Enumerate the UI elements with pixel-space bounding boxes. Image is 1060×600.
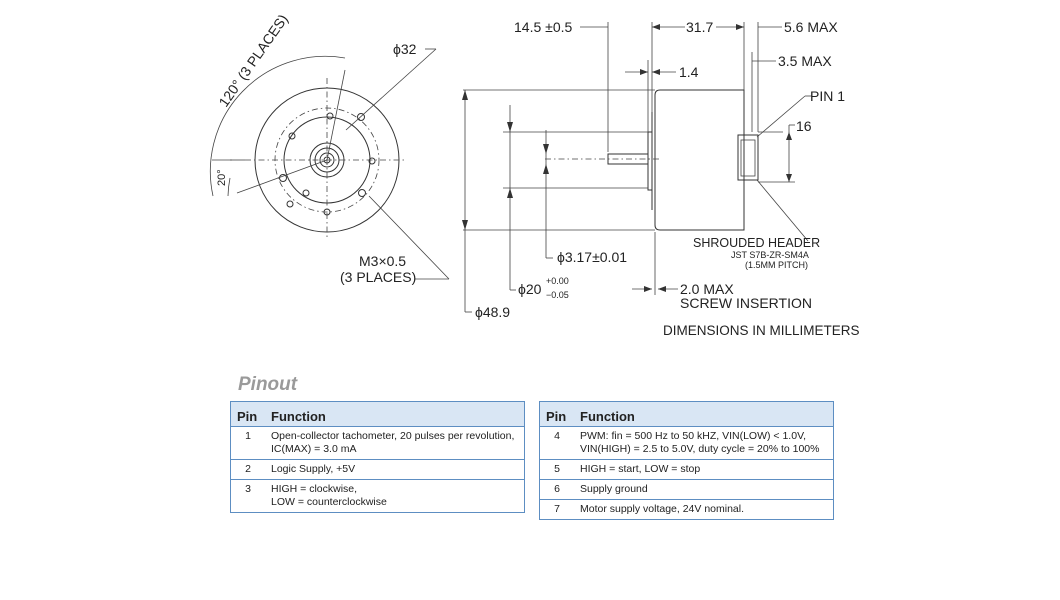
table-row: 3 HIGH = clockwise, LOW = counterclockwi… — [231, 480, 525, 513]
dim-16-label: 16 — [796, 118, 812, 134]
pin-column-header: Pin — [230, 401, 265, 427]
pin-function: Logic Supply, +5V — [265, 459, 525, 480]
dim-3-5-label: 3.5 MAX — [778, 53, 832, 69]
function-line: IC(MAX) = 3.0 mA — [271, 443, 357, 455]
pin-number: 4 — [539, 426, 574, 460]
units-note: DIMENSIONS IN MILLIMETERS — [663, 323, 860, 338]
screw-insertion-label: SCREW INSERTION — [680, 295, 812, 311]
dim-shaft-label: ϕ3.17±0.01 — [557, 249, 627, 265]
dim-pilot-tol-up: +0.00 — [546, 276, 569, 286]
header-pitch-label: (1.5MM PITCH) — [745, 260, 808, 270]
table-row: 6 Supply ground — [539, 479, 834, 500]
dim-120-label: 120° (3 PLACES) — [215, 11, 291, 110]
table-row: 4 PWM: fin = 500 Hz to 50 kHZ, VIN(LOW) … — [539, 426, 834, 460]
function-column-header: Function — [265, 401, 525, 427]
pinout-title: Pinout — [238, 374, 298, 395]
table-header-row: Pin Function — [539, 401, 834, 427]
side-view: 14.5 ±0.5 31.7 5.6 MAX 3.5 MAX 1.4 PIN 1… — [462, 19, 860, 338]
function-line: PWM: fin = 500 Hz to 50 kHZ, VIN(LOW) < … — [580, 430, 807, 442]
pin-number: 3 — [245, 483, 251, 495]
pin-number: 2 — [230, 459, 265, 480]
pin-number: 7 — [554, 503, 560, 515]
table-row: 5 HIGH = start, LOW = stop — [539, 459, 834, 480]
pin-number: 6 — [539, 479, 574, 500]
dim-48-9-label: ϕ48.9 — [475, 304, 510, 320]
table-header-row: Pin Function — [230, 401, 525, 427]
dim-14-5-label: 14.5 ±0.5 — [514, 19, 572, 35]
dim-m3-label: M3×0.5 — [359, 253, 406, 269]
function-line: Motor supply voltage, 24V nominal. — [580, 503, 745, 515]
dim-20deg-label: 20° — [216, 169, 228, 186]
dim-5-6-label: 5.6 MAX — [784, 19, 838, 35]
dim-pilot-tol-down: −0.05 — [546, 290, 569, 300]
pin-number: 1 — [230, 426, 265, 460]
function-line: HIGH = clockwise, — [271, 483, 358, 495]
function-line: Logic Supply, +5V — [271, 463, 356, 475]
mechanical-drawing: 120° (3 PLACES) ϕ32 20° M3×0.5 (3 PLACES… — [209, 11, 860, 338]
pinout-table-left: Pin Function 1 Open-collector tachometer… — [230, 401, 525, 513]
function-line: Open-collector tachometer, 20 pulses per… — [271, 430, 515, 442]
function-line: HIGH = start, LOW = stop — [580, 463, 701, 475]
dim-31-7-label: 31.7 — [686, 19, 713, 35]
pin1-label: PIN 1 — [810, 88, 845, 104]
function-column-header: Function — [574, 401, 834, 427]
function-line: LOW = counterclockwise — [271, 496, 387, 508]
pin-function: Open-collector tachometer, 20 pulses per… — [265, 426, 525, 460]
dim-32-label: ϕ32 — [393, 41, 417, 57]
dim-pilot-label: ϕ20 — [518, 281, 542, 297]
header-part-label: JST S7B-ZR-SM4A — [731, 250, 809, 260]
pin-number: 5 — [539, 459, 574, 480]
function-line: VIN(HIGH) = 2.5 to 5.0V, duty cycle = 20… — [580, 443, 820, 455]
dim-1-4-label: 1.4 — [679, 64, 699, 80]
table-row: 1 Open-collector tachometer, 20 pulses p… — [230, 426, 525, 460]
pin-function: PWM: fin = 500 Hz to 50 kHZ, VIN(LOW) < … — [574, 426, 834, 460]
pin-function: Motor supply voltage, 24V nominal. — [574, 500, 834, 520]
dim-m3-places-label: (3 PLACES) — [340, 269, 416, 285]
shrouded-header-label: SHROUDED HEADER — [693, 236, 820, 250]
function-line: Supply ground — [580, 483, 648, 495]
pin-function: HIGH = start, LOW = stop — [574, 459, 834, 480]
pin-column-header: Pin — [539, 401, 574, 427]
table-row: 7 Motor supply voltage, 24V nominal. — [540, 500, 834, 520]
table-row: 2 Logic Supply, +5V — [230, 459, 525, 480]
pin-function: Supply ground — [574, 479, 834, 500]
front-view: 120° (3 PLACES) ϕ32 20° M3×0.5 (3 PLACES… — [209, 11, 450, 285]
pin-function: HIGH = clockwise, LOW = counterclockwise — [265, 480, 525, 513]
dim-2-0-label: 2.0 MAX — [680, 281, 734, 297]
pinout-table-right: Pin Function 4 PWM: fin = 500 Hz to 50 k… — [539, 401, 834, 520]
